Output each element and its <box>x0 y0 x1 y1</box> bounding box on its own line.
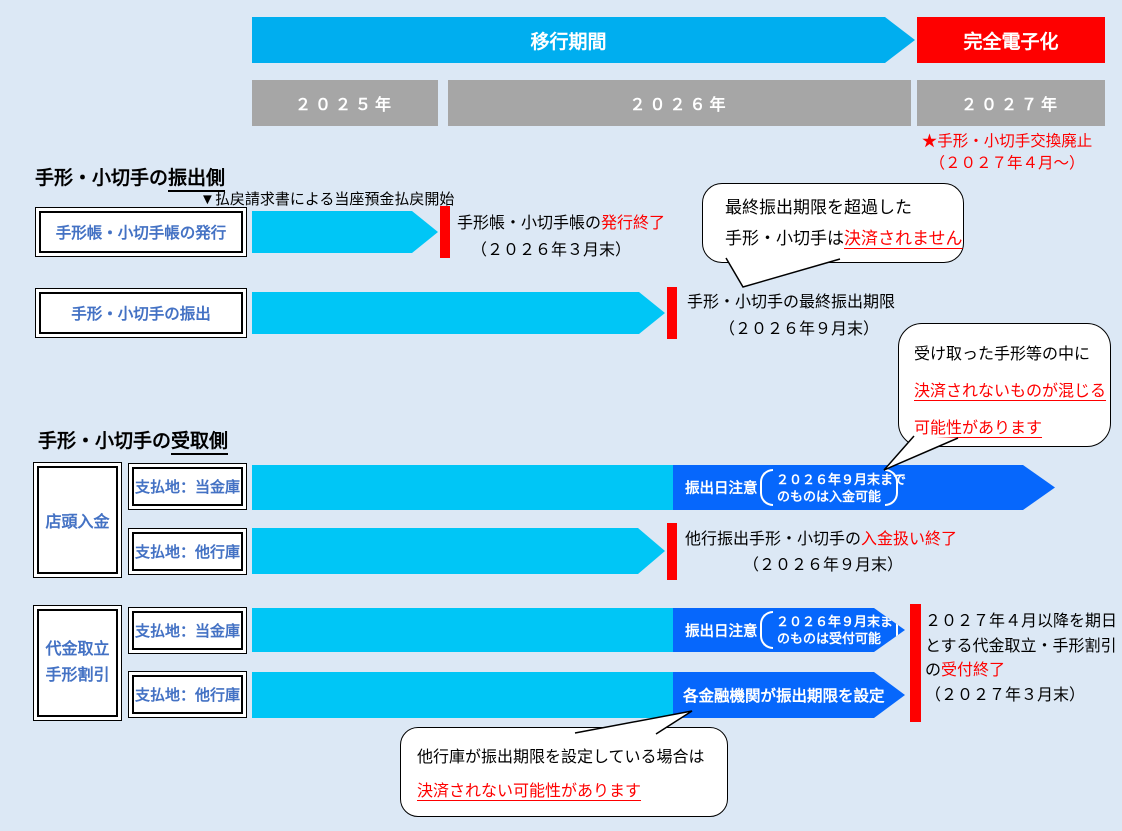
g1-own-bank-box: 支払地：当金庫 <box>128 463 247 510</box>
deadline-line3-red: 受付終了 <box>941 662 1006 679</box>
g2-acceptance-possible-bracket: ２０２６年９月末まで のものは受付可能 <box>760 611 898 649</box>
g1-issue-date-warning: 振出日注意 <box>685 481 758 497</box>
counter-deposit-group-box: 店頭入金 <box>33 462 122 578</box>
g2-own-bank-arrow: 振出日注意 ２０２６年９月末まで のものは受付可能 <box>252 608 905 652</box>
g1-own-bank-arrow: 振出日注意 ２０２６年９月末まで のものは入金可能 <box>252 465 1055 510</box>
year-2026-label: ２０２６年 <box>629 97 730 114</box>
transition-period-label: 移行期間 <box>530 31 607 53</box>
issuer-section-heading: 手形・小切手の振出側 <box>35 163 226 192</box>
transition-period-banner: 移行期間 <box>252 17 915 63</box>
collection-label-line2: 手形割引 <box>45 667 110 684</box>
g1-bracket-line1: ２０２６年９月末まで <box>776 471 907 487</box>
g2-institution-deadline-text: 各金融機関が振出期限を設定 <box>683 688 885 705</box>
issuer-row1-deadline-bar <box>440 206 450 258</box>
no-settlement-bubble-line2-red: 決済されません <box>844 229 963 248</box>
mixed-unsettled-line1: 受け取った手形等の中に <box>914 346 1091 363</box>
exchange-abolition-note: ★手形・小切手交換廃止 （２０２７年４月～） <box>898 131 1116 175</box>
counter-deposit-label: 店頭入金 <box>37 466 118 574</box>
g2-other-bank-label: 支払地：他行庫 <box>132 675 243 714</box>
collection-label-line1: 代金取立 <box>45 641 110 658</box>
year-2025-label: ２０２５年 <box>294 97 395 114</box>
collection-discount-group-box: 代金取立 手形割引 <box>33 605 122 721</box>
g2-bracket-line2: のものは受付可能 <box>776 631 881 646</box>
deadline-line3-black: の <box>925 662 942 679</box>
year-bar-2026: ２０２６年 <box>448 80 911 126</box>
g1-other-bank-box: 支払地：他行庫 <box>128 528 247 575</box>
deadline-line4: （２０２７年３月末） <box>925 686 1086 704</box>
g2-own-bank-arrow-cyan-segment <box>252 608 673 652</box>
no-settlement-bubble: 最終振出期限を超過した 手形・小切手は決済されません <box>702 183 964 263</box>
g1-other-bank-arrow <box>252 528 665 574</box>
g1-other-bank-end-note: 他行振出手形・小切手の入金扱い終了 （２０２６年９月末） <box>685 527 957 579</box>
issuer-row2-end-text: 手形・小切手の最終振出期限 <box>687 294 896 311</box>
issuer-row2-label-box: 手形・小切手の振出 <box>35 288 247 338</box>
receiver-section-heading: 手形・小切手の受取側 <box>38 426 229 455</box>
issuer-row1-label-box: 手形帳・小切手帳の発行 <box>35 207 247 257</box>
g1-own-bank-label: 支払地：当金庫 <box>132 467 243 506</box>
collection-deadline-bar <box>910 604 921 722</box>
full-digitalization-label: 完全電子化 <box>963 31 1059 53</box>
issuer-row2-label: 手形・小切手の振出 <box>39 292 243 334</box>
g1-deposit-possible-bracket: ２０２６年９月末まで のものは入金可能 <box>760 469 898 506</box>
g1-end-date: （２０２６年９月末） <box>743 557 904 574</box>
issuer-row1-label: 手形帳・小切手帳の発行 <box>39 211 243 253</box>
year-bar-2025: ２０２５年 <box>252 80 438 126</box>
issuer-row1-end-red: 発行終了 <box>601 215 666 232</box>
other-bank-bubble-line1: 他行庫が振出期限を設定している場合は <box>417 749 705 766</box>
g1-own-bank-arrow-cyan-segment <box>252 465 673 510</box>
receiver-heading-main: 手形・小切手の <box>38 431 172 452</box>
refund-start-note-text: ▼払戻請求書による当座預金払戻開始 <box>200 191 455 208</box>
deadline-line1: ２０２７年４月以降を期日 <box>925 613 1118 630</box>
g2-own-bank-label: 支払地：当金庫 <box>132 611 243 650</box>
g2-other-bank-box: 支払地：他行庫 <box>128 671 247 718</box>
issuer-heading-underlined: 振出側 <box>168 168 226 192</box>
g1-bracket-line2: のものは入金可能 <box>776 488 881 504</box>
mixed-unsettled-bubble: 受け取った手形等の中に 決済されないものが混じる 可能性があります <box>898 323 1111 447</box>
other-bank-deadline-bubble: 他行庫が振出期限を設定している場合は 決済されない可能性があります <box>400 727 728 817</box>
g2-other-bank-arrow: 各金融機関が振出期限を設定 <box>252 672 905 718</box>
no-settlement-bubble-line2-black: 手形・小切手は <box>725 229 844 248</box>
other-bank-bubble-line2: 決済されない可能性があります <box>417 783 642 800</box>
g2-bracket-line1: ２０２６年９月末まで <box>776 614 907 629</box>
deadline-line2: とする代金取立・手形割引 <box>925 637 1117 655</box>
no-settlement-bubble-line1: 最終振出期限を超過した <box>725 198 912 217</box>
collection-deadline-note: ２０２７年４月以降を期日 とする代金取立・手形割引 の受付終了 （２０２７年３月… <box>925 610 1117 708</box>
mixed-unsettled-line3: 可能性があります <box>914 420 1043 437</box>
g1-end-black: 他行振出手形・小切手の <box>685 531 862 548</box>
mixed-unsettled-line2: 決済されないものが混じる <box>914 383 1107 400</box>
issuer-row2-end-date: （２０２６年９月末） <box>719 321 880 338</box>
g1-end-red: 入金扱い終了 <box>861 531 958 548</box>
full-digitalization-box: 完全電子化 <box>917 17 1105 63</box>
abolition-note-line2: （２０２７年４月～） <box>929 155 1085 172</box>
issuer-row1-end-black: 手形帳・小切手帳の <box>457 215 602 232</box>
issuer-heading-main: 手形・小切手の <box>35 168 169 189</box>
issuer-row2-arrow <box>252 292 665 334</box>
issuer-row2-end-note: 手形・小切手の最終振出期限 （２０２６年９月末） <box>687 289 895 343</box>
g2-other-bank-arrow-cyan-segment <box>252 672 673 718</box>
receiver-heading-underlined: 受取側 <box>171 431 229 455</box>
refund-start-note: ▼払戻請求書による当座預金払戻開始 <box>200 188 454 209</box>
g1-other-bank-label: 支払地：他行庫 <box>132 532 243 571</box>
abolition-note-line1: ★手形・小切手交換廃止 <box>921 133 1093 150</box>
issuer-row2-deadline-bar <box>667 287 677 339</box>
issuer-row1-arrow <box>252 211 438 253</box>
g1-other-bank-deadline-bar <box>667 523 677 580</box>
g2-issue-date-warning: 振出日注意 <box>685 623 758 640</box>
year-2027-label: ２０２７年 <box>960 97 1061 114</box>
year-bar-2027: ２０２７年 <box>917 80 1105 126</box>
issuer-row1-end-date: （２０２６年３月末） <box>471 242 632 259</box>
g2-own-bank-box: 支払地：当金庫 <box>128 607 247 654</box>
issuer-row1-end-note: 手形帳・小切手帳の発行終了 （２０２６年３月末） <box>457 210 665 264</box>
